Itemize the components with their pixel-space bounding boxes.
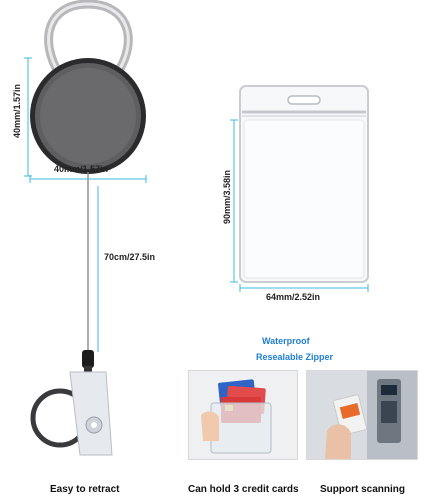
reel-height-dimension: [24, 57, 32, 177]
cards-in-holder-image: [189, 371, 297, 459]
cord-clip-end: [82, 350, 94, 376]
badge-reel-illustration: [24, 0, 147, 456]
holder-height-label: 90mm/3.58in: [222, 170, 232, 225]
scanning-image: [307, 371, 417, 459]
holder-width-dimension: [239, 284, 369, 292]
feature-resealable-zipper: Resealable Zipper: [256, 352, 334, 362]
photo-cards-in-holder: [188, 370, 298, 460]
reel-width-dimension: [29, 175, 147, 183]
clear-pocket: [239, 85, 369, 283]
photo-scanning: [306, 370, 418, 460]
card-holder-drawing: [230, 85, 369, 292]
vinyl-strap: [69, 371, 113, 456]
caption-support-scanning: Support scanning: [320, 484, 405, 495]
reel-height-label: 40mm/1.57in: [12, 84, 22, 139]
caption-easy-to-retract: Easy to retract: [50, 484, 120, 495]
holder-height-dimension: [230, 119, 238, 283]
carabiner-clip: [44, 0, 133, 80]
reel-width-label: 40mm/1.57in: [54, 164, 109, 174]
cord-length-label: 70cm/27.5in: [104, 252, 156, 262]
caption-hold-credit-cards: Can hold 3 credit cards: [188, 484, 299, 495]
zipper-seal: [242, 110, 366, 117]
holder-width-label: 64mm/2.52in: [266, 292, 321, 302]
feature-waterproof: Waterproof: [262, 336, 310, 346]
reel-body: [30, 58, 146, 174]
